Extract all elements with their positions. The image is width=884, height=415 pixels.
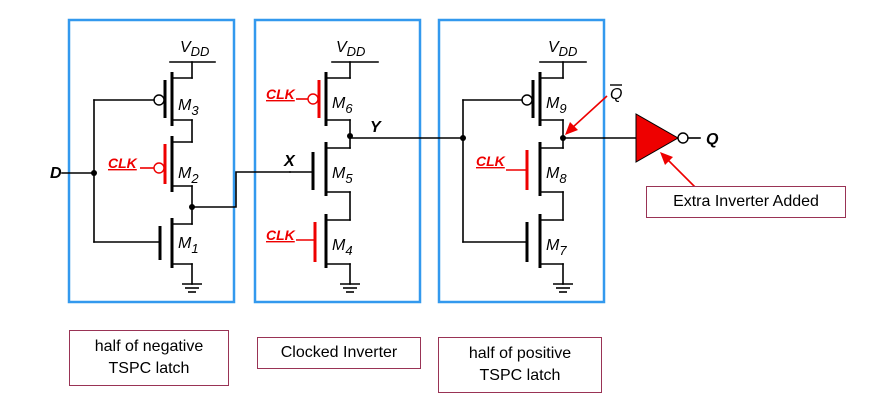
m2-label: M2	[178, 165, 199, 186]
x-wire	[191, 171, 291, 208]
clk-label-m2: CLK	[108, 155, 138, 171]
vdd3-label: VDD	[548, 39, 577, 59]
q-label: Q	[706, 131, 719, 148]
qbar-arrow	[571, 95, 608, 129]
y-wire	[349, 135, 464, 139]
extra-inverter-callout: Extra Inverter Added	[646, 186, 846, 218]
inverter-arrow	[665, 157, 697, 189]
m1-label: M1	[178, 235, 199, 256]
extra-inverter-bubble	[677, 132, 689, 144]
negative-latch-box	[67, 18, 236, 304]
clocked-inverter-caption: Clocked Inverter	[257, 337, 421, 369]
m6-label: M6	[332, 95, 353, 116]
stage-negative-latch	[61, 61, 216, 293]
m4-label: M4	[332, 237, 353, 258]
clk-label-m4: CLK	[266, 227, 296, 243]
positive-latch-caption: half of positive TSPC latch	[438, 337, 602, 393]
stage-positive-latch	[460, 61, 587, 293]
m9-label: M9	[546, 95, 567, 116]
y-label: Y	[370, 119, 382, 136]
positive-latch-box	[437, 18, 606, 304]
vdd1-label: VDD	[180, 39, 209, 59]
m5-label: M5	[332, 165, 353, 186]
m3-label: M3	[178, 97, 199, 118]
clocked-inverter-box	[253, 18, 422, 304]
d-label: D	[50, 165, 62, 182]
clk-label-m8: CLK	[476, 153, 506, 169]
m8-label: M8	[546, 165, 567, 186]
qbar-label: Q	[610, 86, 622, 103]
m7-label: M7	[546, 237, 567, 258]
labels: VDD VDD VDD D X Y Q Q CLK CLK CLK CLK M3…	[50, 39, 719, 258]
x-label: X	[283, 153, 296, 170]
extra-inverter-triangle	[635, 113, 680, 163]
negative-latch-caption: half of negative TSPC latch	[69, 330, 229, 386]
vdd2-label: VDD	[336, 39, 365, 59]
clk-label-m6: CLK	[266, 86, 296, 102]
